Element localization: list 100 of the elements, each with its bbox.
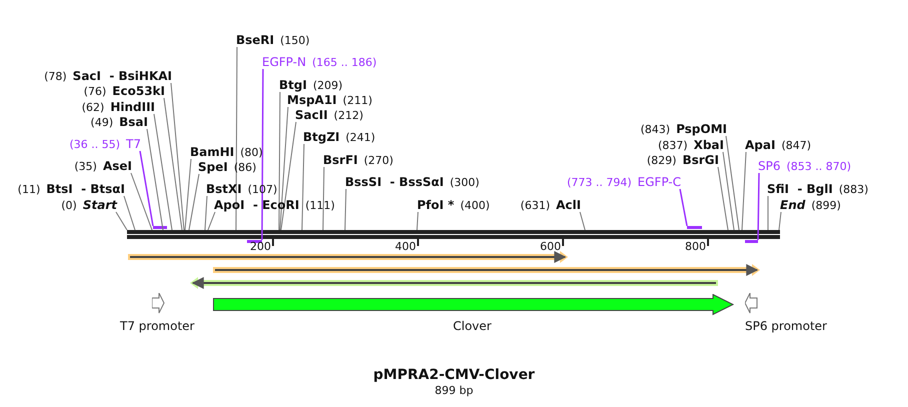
leader-line [580, 212, 586, 230]
primer-label: T7 [126, 138, 141, 151]
primer-label: EGFP-N [262, 56, 306, 69]
leader-line [261, 69, 264, 240]
leader-line [416, 212, 418, 230]
position-label: (837) [658, 139, 688, 152]
leader-line [718, 166, 728, 230]
reading-frame-arrow [190, 277, 718, 289]
enzyme-site-label: BtgZI [303, 131, 340, 144]
leader-line [170, 82, 184, 230]
enzyme-site-label: BtgI [279, 79, 307, 92]
leader-line [164, 98, 182, 230]
position-label: (883) [838, 183, 868, 196]
position-label: (899) [811, 199, 841, 212]
sequence-end-label: Start [82, 199, 117, 212]
leader-line [116, 212, 128, 230]
map-title: pMPRA2-CMV-Clover [372, 367, 536, 384]
enzyme-site-label: HindIII [110, 101, 155, 114]
enzyme-site-label: AseI [102, 160, 132, 173]
position-label: (843) [640, 123, 670, 136]
leader-line [124, 196, 136, 230]
leader-line [154, 114, 172, 230]
enzyme-site-label: SacI - BsiHKAI [72, 70, 172, 83]
enzyme-site-label: BssSI - BssSαI [345, 176, 444, 189]
enzyme-site-label: BsrFI [323, 154, 358, 167]
enzyme-site-label: AclI [556, 199, 581, 212]
position-label: (241) [346, 131, 376, 144]
enzyme-site-label: BamHI [190, 146, 234, 159]
leader-line [778, 212, 782, 230]
enzyme-site-label: BtsI - BtsαI [46, 183, 125, 196]
position-label: (80) [240, 146, 263, 159]
leader-line [184, 158, 192, 230]
position-label: (400) [460, 199, 490, 212]
leader-line [236, 46, 238, 230]
enzyme-site-label: MspA1I [287, 94, 337, 107]
reading-frame-arrow [213, 264, 760, 276]
sequence-length: 899 bp [434, 384, 474, 397]
position-label: (631) [520, 199, 550, 212]
leader-line [188, 174, 200, 230]
leader-line [344, 188, 346, 230]
feature-label: SP6 promoter [745, 319, 827, 334]
primer-label: SP6 [758, 160, 780, 173]
position-label: (36 .. 55) [69, 138, 120, 151]
sequence-end-label: End [780, 199, 806, 212]
feature-label: T7 promoter [120, 319, 194, 334]
position-label: (209) [312, 79, 343, 92]
position-label: (212) [334, 109, 364, 122]
enzyme-site-label: ApaI [745, 139, 776, 152]
primer-label: EGFP-C [638, 176, 681, 189]
reading-frame-arrow [128, 251, 568, 263]
enzyme-site-label: SpeI [198, 161, 228, 174]
leader-line [280, 122, 296, 230]
primer-bar [745, 240, 758, 243]
primer-bar [153, 226, 167, 229]
enzyme-site-label: BsrGI [682, 154, 719, 167]
enzyme-site-label: PfoI * [417, 199, 454, 212]
position-label: (49) [90, 116, 114, 129]
enzyme-site-label: BseRI [236, 34, 274, 47]
scale-label: 800 [685, 240, 706, 253]
position-label: (150) [280, 34, 310, 47]
leader-line [146, 128, 164, 230]
position-label: (300) [450, 176, 480, 189]
position-label: (853 .. 870) [786, 160, 852, 173]
position-label: (11) [18, 183, 40, 196]
enzyme-site-label: PspOMI [676, 123, 727, 136]
leader-line [208, 212, 216, 230]
position-label: (165 .. 186) [312, 56, 377, 69]
leader-line [139, 150, 154, 226]
position-label: (62) [82, 101, 104, 114]
leader-line [322, 166, 324, 230]
leader-line [278, 92, 280, 230]
enzyme-site-label: SfiI - BglI [767, 183, 833, 196]
position-label: (211) [342, 94, 372, 107]
enzyme-site-label: SacII [295, 109, 328, 122]
scale-label: 200 [250, 240, 271, 253]
sequence-backbone [127, 230, 780, 239]
leader-line [742, 152, 746, 230]
position-label: (270) [364, 154, 394, 167]
leader-line [130, 172, 152, 230]
leader-line [722, 152, 734, 230]
primer-bar [687, 226, 702, 229]
position-label: (829) [646, 154, 676, 167]
position-label: (847) [781, 139, 812, 152]
scale-label: 400 [395, 240, 416, 253]
scale-label: 600 [540, 240, 561, 253]
leader-line [757, 172, 760, 240]
primer-bar [247, 240, 262, 243]
position-label: (773 .. 794) [566, 176, 632, 189]
leader-line [280, 106, 288, 230]
position-label: (76) [84, 85, 106, 98]
leader-line [204, 196, 208, 230]
position-label: (78) [44, 70, 67, 83]
enzyme-site-label: BsaI [119, 116, 148, 129]
feature-label: Clover [453, 319, 492, 334]
leader-line [726, 136, 740, 230]
position-label: (0) [61, 199, 77, 212]
enzyme-site-label: Eco53kI [112, 85, 165, 98]
leader-line [302, 144, 304, 230]
position-label: (35) [74, 160, 97, 173]
enzyme-site-label: XbaI [694, 139, 724, 152]
